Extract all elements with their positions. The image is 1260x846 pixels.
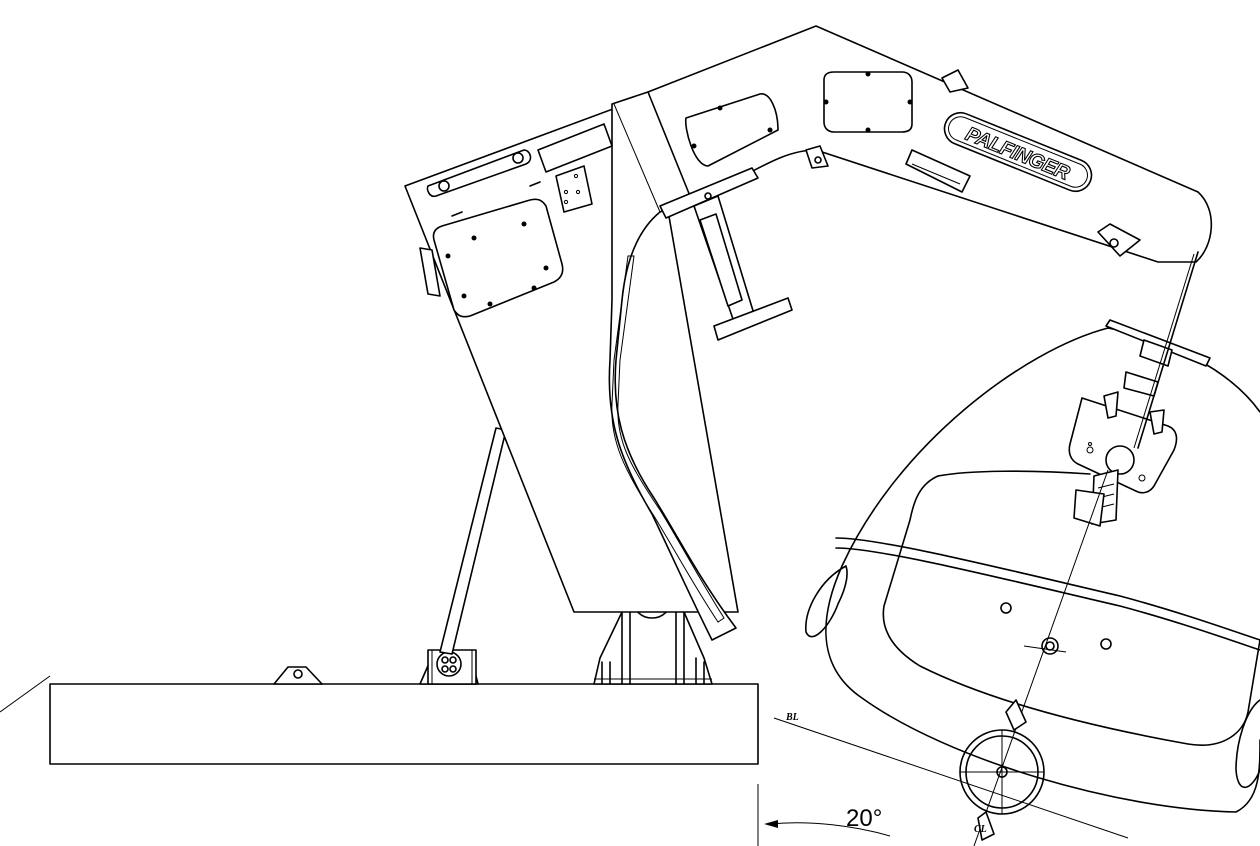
hoist-wire	[973, 251, 1199, 846]
brace-foot-bracket	[419, 649, 479, 685]
rescue-boat	[805, 327, 1260, 813]
stern-wheel	[959, 699, 1045, 841]
boat-top-rail	[1105, 319, 1211, 397]
hydraulic-cylinder	[659, 167, 793, 341]
heel-angle-dimension: BL CL 20°	[757, 712, 1129, 846]
centerline-label: CL	[974, 824, 987, 835]
angle-label: 20°	[846, 805, 882, 832]
boom-inspection-plates	[684, 71, 913, 167]
deck-foundation	[0, 675, 759, 765]
lower-arm-details	[426, 123, 613, 318]
baseline-label: BL	[785, 712, 799, 723]
lifting-frame	[1068, 391, 1178, 527]
boom-bracket	[905, 149, 971, 193]
brace-strut	[439, 427, 507, 655]
deck-pad-eye	[273, 666, 323, 685]
